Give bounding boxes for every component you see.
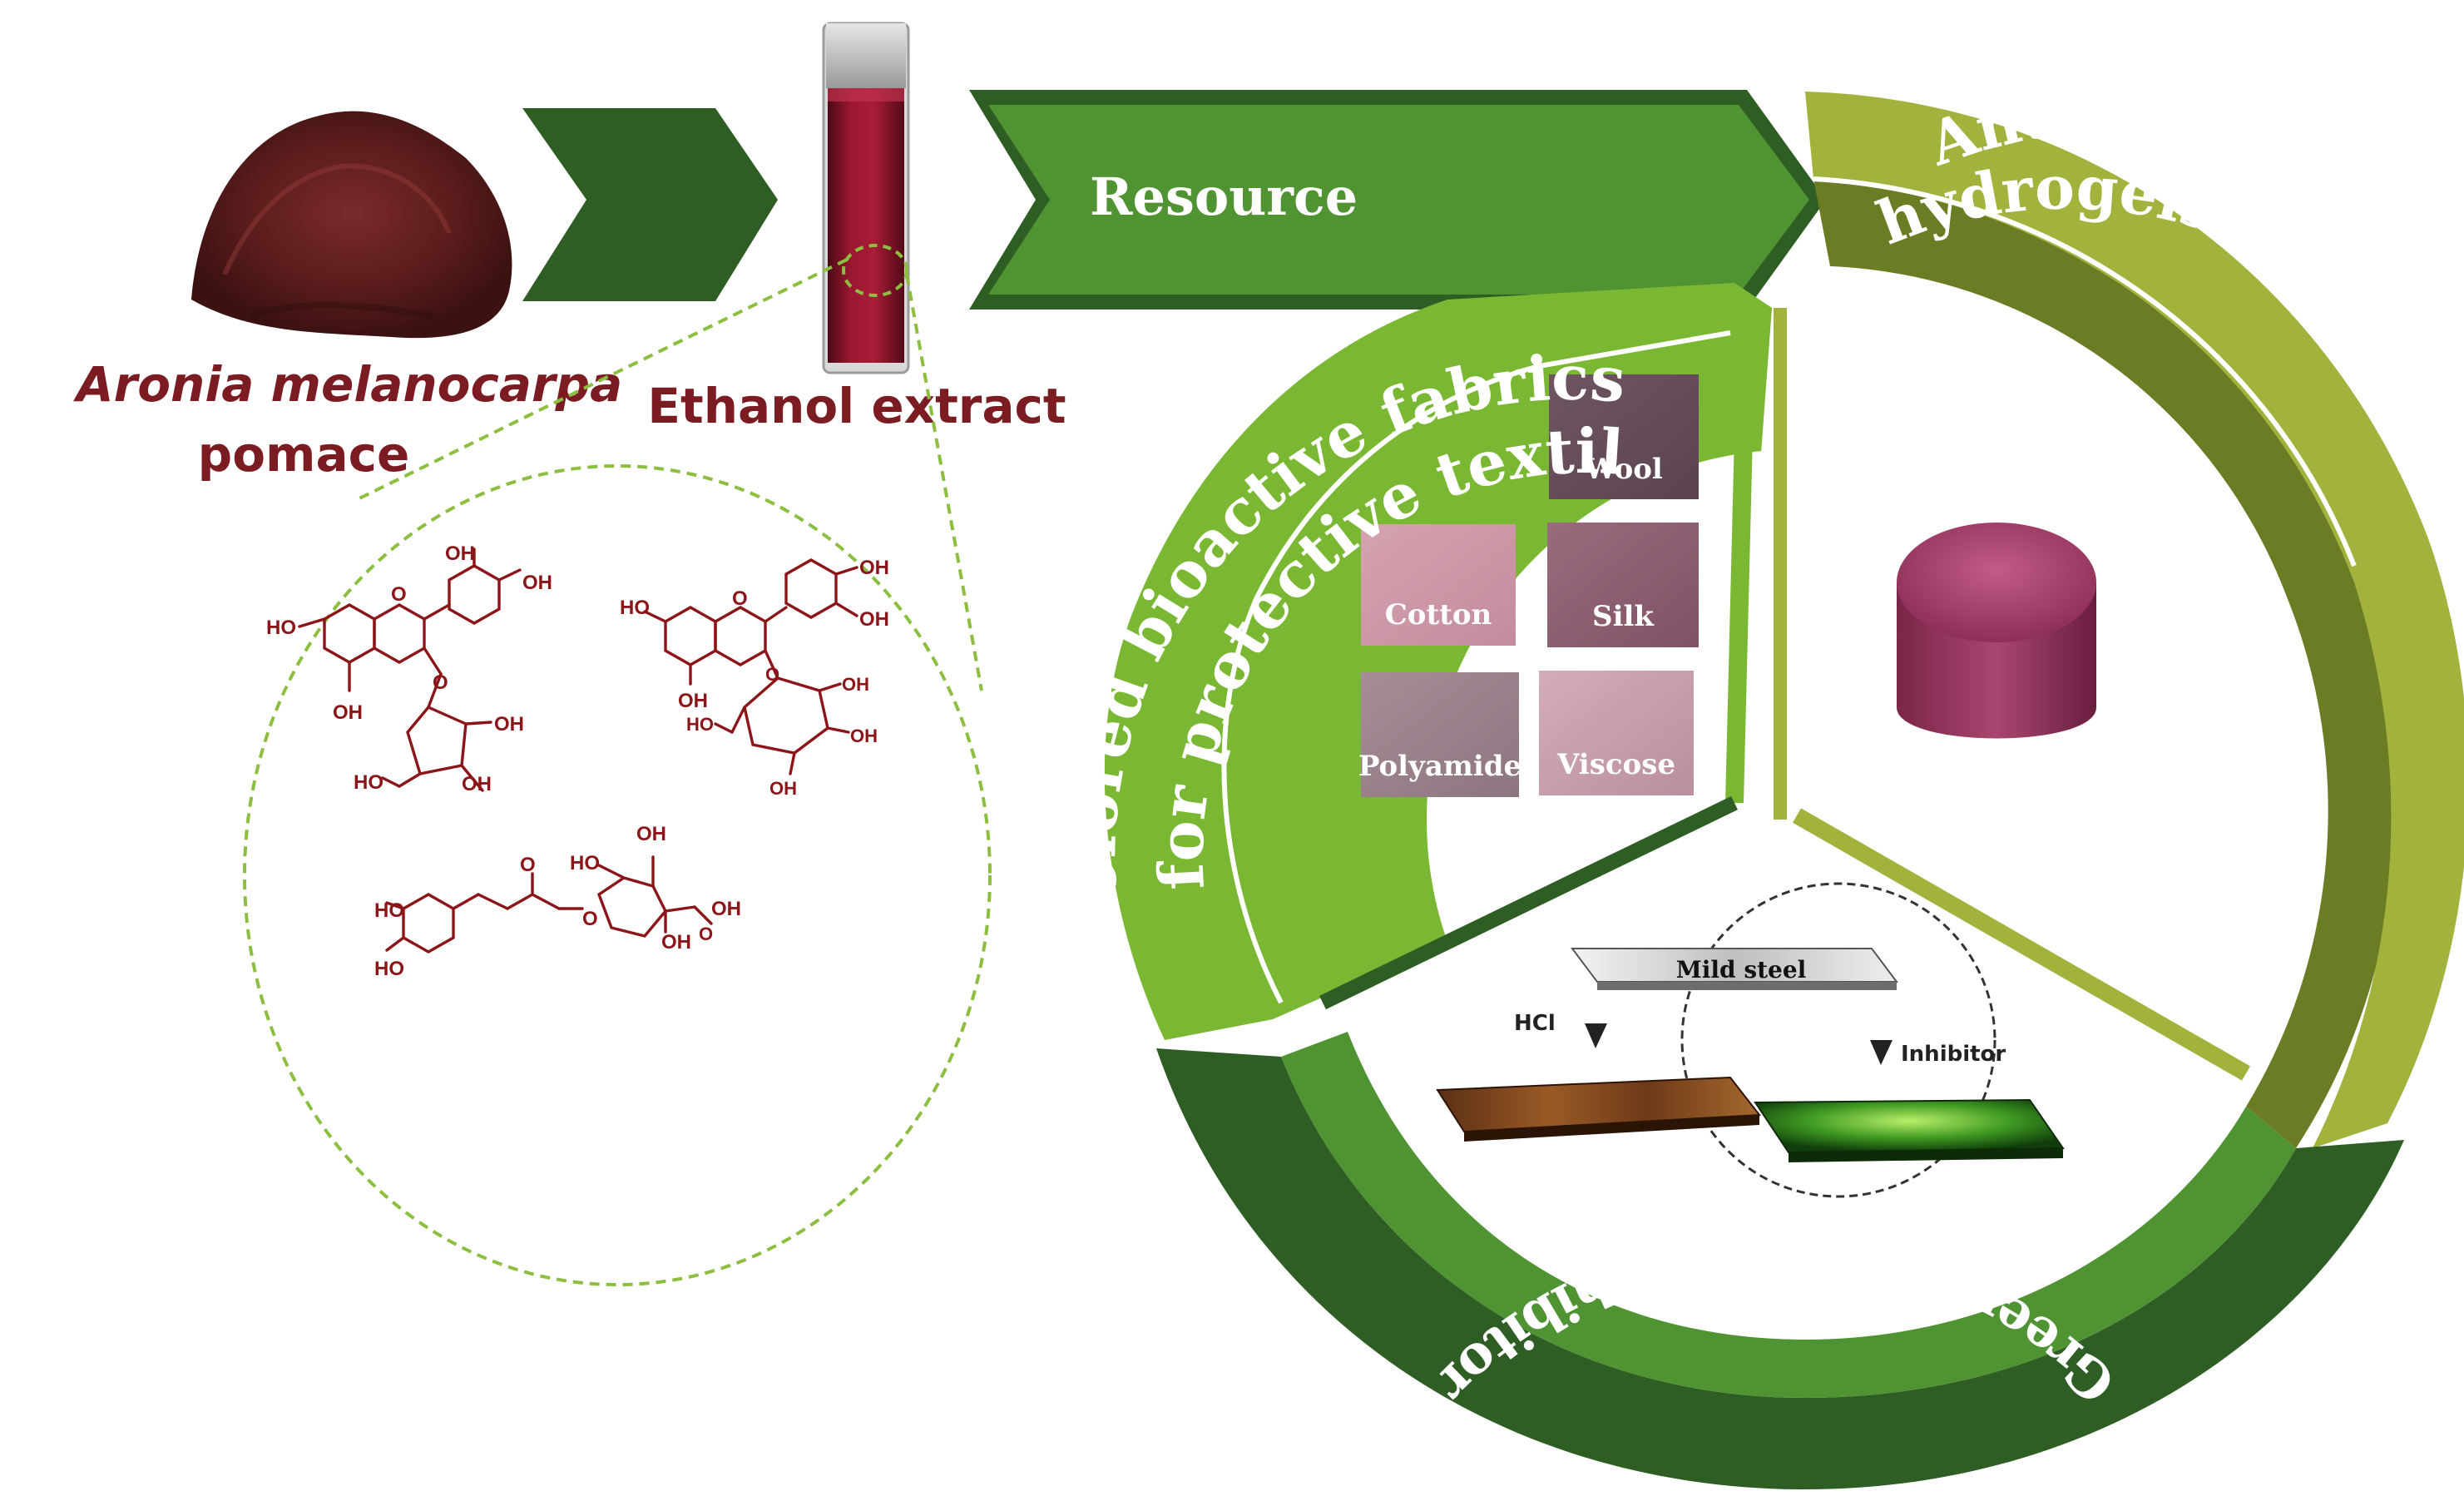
svg-text:O: O	[732, 587, 748, 610]
silk-label: Silk	[1592, 600, 1655, 633]
source-name-line2: pomace	[198, 426, 410, 483]
corrosion-segment	[1156, 1032, 2404, 1489]
svg-text:OH: OH	[859, 557, 889, 579]
chlorogenic-acid-structure: HO HO O O OH HO OH OH O	[374, 823, 741, 980]
inhibitor-label: Inhibitor	[1901, 1042, 2006, 1067]
mild-steel-label: Mild steel	[1676, 956, 1807, 983]
resource-arrow	[969, 90, 1826, 310]
cyanidin-arabinoside-structure: OH OH HO O OH O OH OH HO	[266, 542, 552, 795]
svg-text:O: O	[765, 664, 779, 685]
cyanidin-glucoside-structure: HO O OH OH OH O OH OH OH HO	[620, 557, 889, 799]
svg-text:OH: OH	[661, 931, 691, 954]
textile-samples: Wool Cotton Silk Polyamide Viscose	[1358, 374, 1699, 797]
wool-label: Wool	[1584, 453, 1663, 486]
svg-text:OH: OH	[711, 898, 741, 920]
wool-sample	[1549, 374, 1699, 499]
svg-text:OH: OH	[333, 701, 363, 724]
inhibitor-arrow-icon	[1870, 1040, 1893, 1065]
svg-text:HO: HO	[266, 617, 296, 639]
viscose-label: Viscose	[1556, 748, 1675, 781]
hydrogel-segment	[1805, 92, 2464, 1148]
svg-text:HO: HO	[374, 899, 404, 922]
cotton-label: Cotton	[1385, 598, 1492, 632]
hydrogel-disc-image	[1897, 523, 2096, 739]
svg-text:OH: OH	[678, 690, 708, 712]
corrosion-schematic: Mild steel HCl Inhibitor	[1436, 882, 2065, 1198]
svg-text:OH: OH	[859, 608, 889, 631]
zoom-circle-marker	[842, 244, 908, 297]
svg-text:OH: OH	[494, 713, 524, 736]
segment-dividers	[1319, 299, 2250, 1081]
ethanol-extract-vial	[822, 22, 910, 374]
svg-text:HO: HO	[686, 714, 714, 735]
chevron-arrow-1	[522, 108, 778, 301]
polyamide-label: Polyamide	[1358, 750, 1521, 783]
svg-text:OH: OH	[445, 542, 475, 565]
hcl-label: HCl	[1514, 1011, 1556, 1036]
silk-sample	[1547, 523, 1699, 647]
svg-text:OH: OH	[850, 726, 878, 746]
svg-text:O: O	[520, 854, 536, 876]
resource-label: Resource	[1090, 166, 1358, 227]
svg-text:O: O	[699, 924, 713, 944]
cotton-sample	[1361, 524, 1516, 646]
pomace-powder-image	[191, 111, 512, 339]
svg-text:OH: OH	[636, 823, 666, 845]
svg-text:HO: HO	[620, 597, 650, 619]
extract-label: Ethanol extract	[647, 378, 1066, 434]
viscose-sample	[1539, 671, 1694, 795]
svg-text:O: O	[582, 908, 598, 930]
svg-text:OH: OH	[522, 572, 552, 594]
svg-text:O: O	[391, 583, 407, 606]
polyamide-sample	[1361, 672, 1519, 797]
svg-text:OH: OH	[769, 778, 797, 799]
svg-text:HO: HO	[570, 852, 600, 874]
svg-text:OH: OH	[842, 674, 869, 695]
hcl-arrow-icon	[1585, 1023, 1607, 1048]
zoom-connector-lines	[357, 258, 983, 691]
zoom-detail-ellipse	[243, 464, 992, 1286]
source-name-line1: Aronia melanocarpa	[73, 356, 623, 413]
svg-text:HO: HO	[354, 771, 383, 794]
protected-plate	[1754, 1098, 2065, 1154]
svg-text:OH: OH	[462, 773, 492, 795]
svg-text:HO: HO	[374, 958, 404, 980]
svg-text:O: O	[433, 671, 448, 694]
